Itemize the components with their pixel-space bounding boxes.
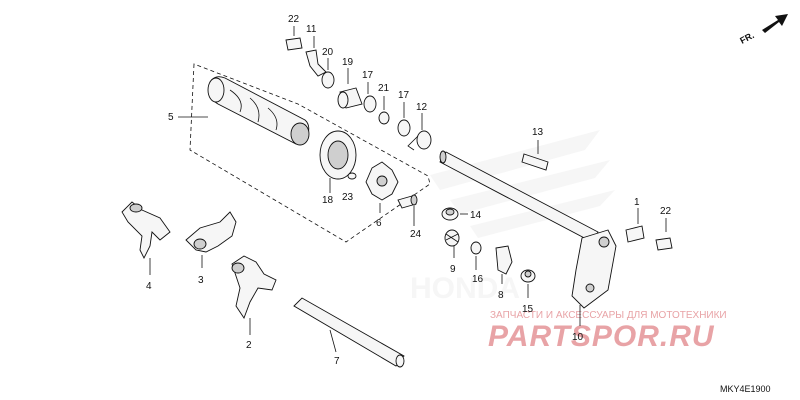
callout-12: 12 [416,102,428,113]
callout-18: 18 [322,195,334,206]
callout-2: 2 [246,340,252,351]
pin [347,172,357,180]
star-plate [365,161,399,201]
spindle-bolt [441,207,459,221]
shift-fork-4 [121,201,171,260]
diagram-code: MKY4E1900 [720,384,771,394]
washer-16 [470,241,482,255]
fork-shaft [293,297,405,368]
collar [337,87,363,109]
callout-3: 3 [198,275,204,286]
callout-22a: 22 [288,14,300,25]
drum-center-bolt [397,194,418,209]
spindle-spring [444,229,460,247]
callout-24: 24 [410,229,422,240]
shift-fork-2 [231,255,277,319]
stopper-arm-bolt [285,37,303,51]
circlip-21 [378,111,390,125]
callout-1: 1 [634,197,640,208]
callout-20: 20 [322,47,334,58]
callout-11: 11 [306,24,317,35]
callout-17a: 17 [362,70,374,81]
callout-6: 6 [376,218,382,229]
washer-17b [397,119,411,137]
callout-17b: 17 [398,90,410,101]
callout-19: 19 [342,57,354,68]
callout-22b: 22 [660,206,672,217]
callout-5: 5 [168,112,174,123]
gearshift-spindle [439,150,617,309]
callout-23: 23 [342,192,354,203]
watermark-logo-text: PARTSPOR.RU [488,320,715,353]
callout-10: 10 [572,332,584,343]
front-direction-arrow: FR. [738,14,788,46]
shift-fork-3 [185,211,237,253]
callout-15: 15 [522,304,534,315]
callout-4: 4 [146,281,152,292]
callout-9: 9 [450,264,456,275]
callout-8: 8 [498,290,504,301]
callout-14: 14 [470,210,482,221]
bearing [319,130,357,180]
washer-20 [321,71,335,89]
callout-13: 13 [532,127,544,138]
bracket-bolt [655,237,673,251]
front-label: FR. [738,30,755,46]
watermark-subtitle: ЗАПЧАСТИ И АКСЕССУАРЫ ДЛЯ МОТОТЕХНИКИ [490,310,727,321]
callout-7: 7 [334,356,340,367]
washer-17a [363,95,377,113]
arm-bolt [520,269,536,283]
bracket [625,225,645,243]
spindle-arm [495,245,513,275]
assembly-outline-5 [189,63,431,243]
callout-21: 21 [378,83,390,94]
return-spring [407,130,432,151]
callout-16: 16 [472,274,484,285]
stud-bolt [521,153,549,171]
shift-drum [207,76,310,146]
